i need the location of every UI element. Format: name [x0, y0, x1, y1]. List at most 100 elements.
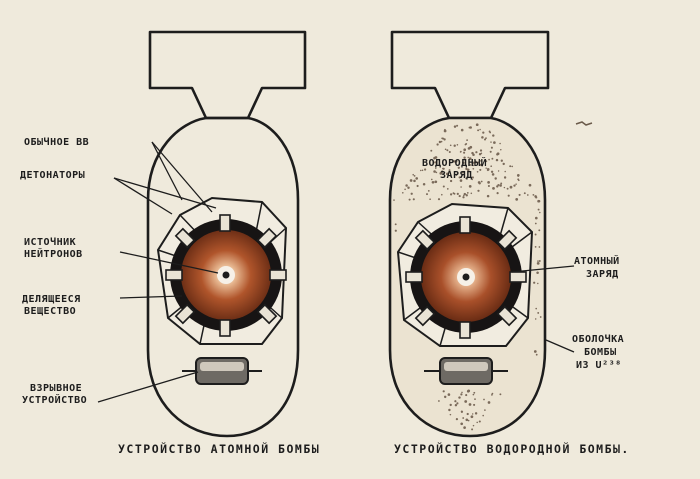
hydrogen-dot: [405, 184, 408, 187]
hydrogen-dot: [534, 350, 537, 353]
hydrogen-dot: [490, 165, 492, 167]
hydrogen-dot: [467, 413, 469, 415]
hydrogen-dot: [434, 180, 437, 183]
hydrogen-dot: [414, 175, 416, 177]
hydrogen-dot: [503, 163, 505, 165]
hydrogen-dot: [471, 428, 473, 430]
hydrogen-dot: [537, 262, 540, 265]
hydrogen-dot: [476, 123, 479, 126]
hydrogen-dot: [411, 193, 413, 195]
hydrogen-dot: [524, 192, 526, 194]
label-neutron-source-line2: НЕЙТРОНОВ: [24, 249, 83, 260]
hydrogen-dot: [413, 198, 415, 200]
hydrogen-dot: [479, 153, 481, 155]
atomic-bomb: [98, 32, 305, 436]
hydrogen-dot: [448, 393, 451, 396]
hydrogen-dot: [455, 404, 457, 406]
hydrogen-dot: [443, 390, 445, 392]
hydrogen-dot: [469, 403, 472, 406]
hydrogen-dot: [463, 152, 465, 154]
hydrogen-dot: [450, 193, 452, 195]
hydrogen-dot: [395, 223, 397, 225]
caption-hydrogen-bomb: УСТРОЙСТВО ВОДОРОДНОЙ БОМБЫ.: [394, 444, 630, 455]
hydrogen-dot: [475, 151, 477, 153]
hydrogen-dot: [454, 145, 456, 147]
hydrogen-dot: [499, 143, 501, 145]
hydrogen-dot: [469, 185, 472, 188]
hydrogen-dot: [465, 394, 467, 396]
hydrogen-dot: [487, 195, 490, 198]
hydrogen-bomb: [390, 32, 592, 436]
label-hydrogen-charge-line1: ВОДОРОДНЫЙ: [422, 158, 487, 169]
hydrogen-dot: [501, 160, 503, 162]
hydrogen-dot: [537, 200, 540, 203]
hydrogen-dot: [460, 151, 462, 153]
hydrogen-dot: [477, 129, 479, 131]
hydrogen-dot: [479, 129, 481, 131]
hydrogen-dot: [468, 420, 470, 422]
hydrogen-dot: [471, 415, 474, 418]
hydrogen-dot: [491, 158, 493, 160]
hydrogen-dot: [491, 171, 493, 173]
hydrogen-dot: [415, 177, 418, 180]
hydrogen-dot: [539, 246, 541, 248]
hydrogen-dot: [457, 144, 459, 146]
hydrogen-dot: [479, 420, 481, 422]
hydrogen-dot: [527, 194, 529, 196]
hydrogen-dot: [532, 194, 534, 196]
hydrogen-dot: [463, 426, 466, 429]
firing-device: [182, 358, 262, 384]
hydrogen-dot: [485, 137, 487, 139]
hydrogen-dot: [465, 418, 468, 421]
hydrogen-dot: [493, 141, 496, 144]
hydrogen-dot: [537, 260, 539, 262]
hydrogen-dot: [504, 171, 506, 173]
hydrogen-dot: [447, 188, 449, 190]
label-fissile-material-line1: ДЕЛЯЩЕЕСЯ: [22, 294, 81, 305]
hydrogen-dot: [444, 130, 447, 133]
hydrogen-dot: [407, 186, 409, 188]
hydrogen-dot: [448, 409, 450, 411]
hydrogen-dot: [504, 176, 506, 178]
hydrogen-dot: [491, 394, 493, 396]
hydrogen-dot: [426, 193, 428, 195]
hydrogen-dot: [456, 402, 458, 404]
hydrogen-dot: [461, 392, 463, 394]
hydrogen-dot: [487, 181, 490, 184]
hydrogen-dot: [477, 171, 479, 173]
hydrogen-dot: [488, 159, 490, 161]
hydrogen-dot: [465, 144, 467, 146]
hydrogen-dot: [475, 412, 477, 414]
hydrogen-dot: [476, 422, 478, 424]
hydrogen-dot: [473, 404, 475, 406]
hydrogen-dot: [494, 177, 496, 179]
hydrogen-dot: [508, 195, 510, 197]
hydrogen-dot: [490, 141, 491, 142]
neutron-source: [223, 272, 230, 279]
hydrogen-dot: [488, 401, 491, 404]
hydrogen-dot: [450, 145, 452, 147]
hydrogen-dot: [513, 184, 515, 186]
hydrogen-dot: [457, 193, 459, 195]
hydrogen-dot: [413, 180, 416, 183]
hydrogen-dot: [479, 169, 481, 171]
hydrogen-dot: [404, 189, 406, 191]
hydrogen-dot: [446, 149, 448, 151]
hydrogen-dot: [537, 312, 539, 314]
hydrogen-dot: [450, 414, 452, 416]
hydrogen-dot: [474, 398, 476, 400]
hydrogen-dot: [535, 308, 537, 310]
hydrogen-dot: [469, 146, 472, 149]
label-fissile-material-line2: ВЕЩЕСТВО: [24, 306, 76, 317]
hydrogen-dot: [473, 392, 475, 394]
label-conventional-explosive: ОБЫЧНОЕ ВВ: [24, 137, 89, 148]
hydrogen-dot: [463, 148, 466, 151]
hydrogen-dot: [417, 185, 419, 187]
hydrogen-dot: [517, 174, 520, 177]
hydrogen-dot: [497, 152, 500, 155]
hydrogen-dot: [533, 282, 535, 284]
hydrogen-dot: [431, 179, 433, 181]
hydrogen-dot: [450, 404, 452, 406]
hydrogen-dot: [538, 229, 540, 231]
hydrogen-dot: [498, 170, 499, 171]
